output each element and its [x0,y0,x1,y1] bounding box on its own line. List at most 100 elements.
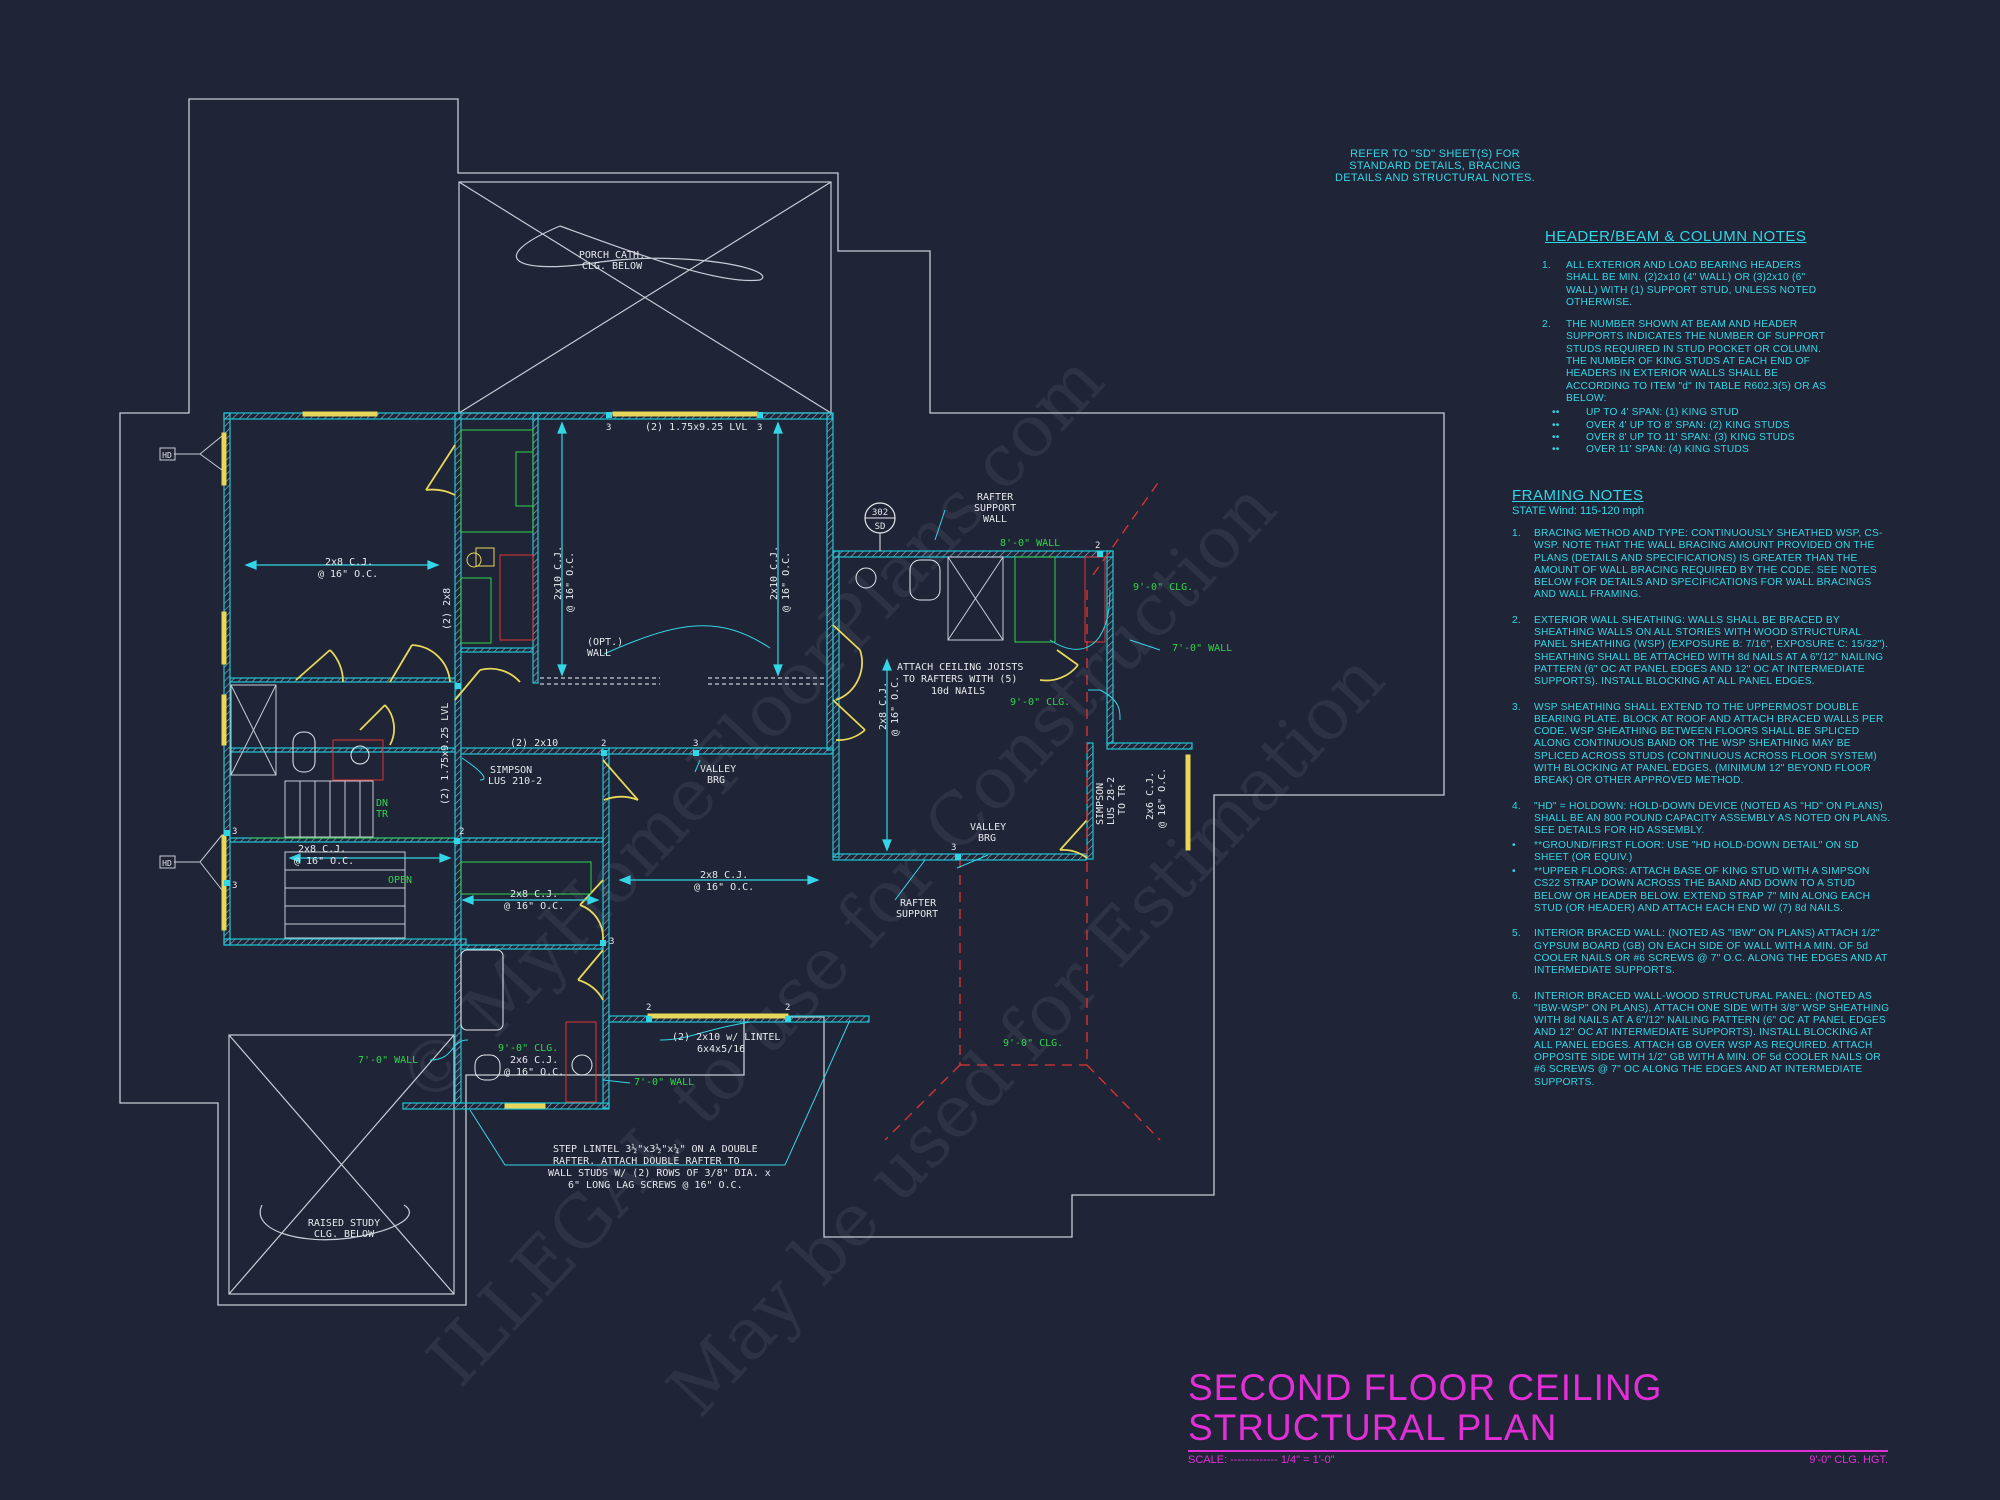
cj-2x8-mid-spacing: @ 16" O.C. [694,882,754,893]
post-num: 2 [459,827,464,837]
hd-markers [174,435,223,891]
wall-7ft-label-b: 7'-0" WALL [358,1055,418,1066]
framing-note-text: **UPPER FLOORS: ATTACH BASE OF KING STUD… [1534,866,1871,915]
hd-box-b [159,855,176,869]
raised-study-label-2: CLG. BELOW [314,1229,375,1240]
header-note-item: 1. ALL EXTERIOR AND LOAD BEARING HEADERS… [1542,260,1832,309]
step-lintel-line-3: WALL STUDS W/ (2) ROWS OF 3/8" DIA. x [548,1168,771,1179]
detail-sheet: SD [875,522,886,532]
support-posts [224,412,1103,1022]
cj-2x8-stair-spacing: @ 16" O.C. [294,856,354,867]
framing-note-item: 1. BRACING METHOD AND TYPE: CONTINUOUSLY … [1512,528,1892,602]
simpson-lus210-label-2: LUS 210-2 [488,776,542,787]
post-num: 2 [646,1003,651,1013]
clg-9ft-label-b: 9'-0" CLG. [1010,697,1070,708]
attach-cj-label: ATTACH CEILING JOISTS [897,662,1023,673]
rafter-support-wall-label-3: WALL [983,514,1007,525]
cj-2x6-right-label: 2x6 C.J. [1145,772,1156,820]
cj-2x10-a-spacing: @ 16" O.C. [565,552,576,612]
cj-2x10-b-spacing: @ 16" O.C. [781,552,792,612]
cj-2x10-b-label: 2x10 C.J. [769,546,780,600]
dn-label: DN [376,798,388,809]
clg-9ft-label-d: 9'-0" CLG. [498,1043,558,1054]
framing-note-text: "HD" = HOLDOWN: HOLD-DOWN DEVICE (NOTED … [1534,800,1891,837]
rafter-support-label: RAFTER [900,898,937,909]
windows [221,411,1191,1109]
post-num: 3 [609,937,614,947]
post-num: 3 [693,739,698,749]
framing-notes-list: 1. BRACING METHOD AND TYPE: CONTINUOUSLY … [1512,528,1892,1102]
cj-2x8-right-spacing: @ 16" O.C. [890,676,901,736]
simpson-lus28-label-2: LUS 28-2 [1106,777,1117,825]
opt-wall-dashes [540,677,825,685]
wall-8ft-label: 8'-0" WALL [1000,538,1060,549]
header-bullet-text: OVER 4' UP TO 8' SPAN: (2) KING STUDS [1586,419,1790,431]
detail-number: 302 [872,508,888,518]
cj-2x6-bath-spacing: @ 16" O.C. [504,1067,564,1078]
header-bullet: ••UP TO 4' SPAN: (1) KING STUD [1552,407,1739,419]
framing-note-item: •**GROUND/FIRST FLOOR: USE "HD HOLD-DOWN… [1512,840,1892,865]
cj-2x6-bath-label: 2x6 C.J. [510,1055,558,1066]
framing-notes-title: FRAMING NOTES [1512,487,1644,504]
framing-note-text: **GROUND/FIRST FLOOR: USE "HD HOLD-DOWN … [1534,839,1859,863]
header-note-number: 1. [1542,260,1551,271]
framing-note-text: BRACING METHOD AND TYPE: CONTINUOUSLY SH… [1534,528,1883,601]
lvl-top-label: (2) 1.75x9.25 LVL [645,422,747,433]
header-bullet-text: OVER 8' UP TO 11' SPAN: (3) KING STUDS [1586,431,1795,443]
staircase [250,780,450,939]
tr-label: TR [376,809,389,820]
dimension-arrows [244,421,892,905]
cj-2x8-stair-label: 2x8 C.J. [298,844,346,855]
cj-2x8-small-label: 2x8 C.J. [510,889,558,900]
porch-ceiling-box [458,181,832,414]
title-underline [1188,1450,1888,1452]
post-num: 3 [757,423,762,433]
header-bullet-text: OVER 11' SPAN: (4) KING STUDS [1586,444,1750,456]
simpson-lus28-label: SIMPSON [1095,783,1106,825]
lintel-label: (2) 2x10 w/ LINTEL [672,1032,780,1043]
framing-notes-state: STATE Wind: 115-120 mph [1512,505,1645,517]
framing-note-number: 5. [1512,928,1521,940]
cj-2x6-right-spacing: @ 16" O.C. [1157,768,1168,828]
roof-outline [119,98,1445,1306]
framing-note-item: 3.WSP SHEATHING SHALL EXTEND TO THE UPPE… [1512,702,1892,788]
valley-brg-right-label-2: BRG [978,833,996,844]
valley-brg-right-label: VALLEY [970,822,1006,833]
step-lintel-line-2: RAFTER. ATTACH DOUBLE RAFTER TO [553,1156,740,1167]
leader-lines [429,509,1161,1166]
wall-7ft-label-a: 7'-0" WALL [1172,643,1232,654]
framing-note-text: INTERIOR BRACED WALL-WOOD STRUCTURAL PAN… [1534,990,1890,1088]
framing-note-number: 2. [1512,614,1521,626]
scale-label: SCALE: ------------- 1/4" = 1'-0" [1188,1454,1335,1466]
step-lintel-line-1: STEP LINTEL 3½"x3½"x¼" ON A DOUBLE [553,1143,758,1155]
header-bullet-text: UP TO 4' SPAN: (1) KING STUD [1586,407,1739,419]
post-num: 2 [785,1003,790,1013]
drawing-title: SECOND FLOOR CEILING STRUCTURAL PLAN [1188,1367,1663,1448]
wall-7ft-label-c: 7'-0" WALL [634,1077,694,1088]
cj-2x8-right-label: 2x8 C.J. [878,682,889,730]
framing-note-text: WSP SHEATHING SHALL EXTEND TO THE UPPERM… [1534,701,1884,787]
opt-wall-label: (OPT.) [587,637,623,648]
cj-2x8-small-spacing: @ 16" O.C. [504,901,564,912]
header-note-text: ALL EXTERIOR AND LOAD BEARING HEADERS SH… [1566,260,1817,308]
lintel-label-2: 6x4x5/16 [697,1044,745,1055]
reference-note: REFER TO "SD" SHEET(S) FOR STANDARD DETA… [1334,148,1535,184]
framing-note-item: 4."HD" = HOLDOWN: HOLD-DOWN DEVICE (NOTE… [1512,801,1892,838]
two-2x8-label: (2) 2x8 [442,588,453,630]
framing-note-item: •**UPPER FLOORS: ATTACH BASE OF KING STU… [1512,866,1892,915]
lvl-vertical-label: (2) 1.75x9.25 LVL [440,703,451,805]
hd-label-a: HD [162,451,172,460]
framing-note-item: 5.INTERIOR BRACED WALL: (NOTED AS "IBW" … [1512,928,1892,977]
header-notes-title: HEADER/BEAM & COLUMN NOTES [1545,228,1807,245]
post-num: 3 [232,881,237,891]
header-bullet: ••OVER 8' UP TO 11' SPAN: (3) KING STUDS [1552,431,1795,443]
framing-note-number: 1. [1512,528,1521,539]
hd-box-a [159,447,176,461]
framing-note-item: 6.INTERIOR BRACED WALL-WOOD STRUCTURAL P… [1512,991,1892,1089]
title-subline: SCALE: ------------- 1/4" = 1'-0" 9'-0" … [1188,1454,1888,1466]
porch-label-2: CLG. BELOW [582,261,643,272]
valley-brg-label-2: BRG [707,775,725,786]
rafter-support-wall-label: RAFTER [977,492,1014,503]
cj-left-label: 2x8 C.J. [325,557,373,568]
